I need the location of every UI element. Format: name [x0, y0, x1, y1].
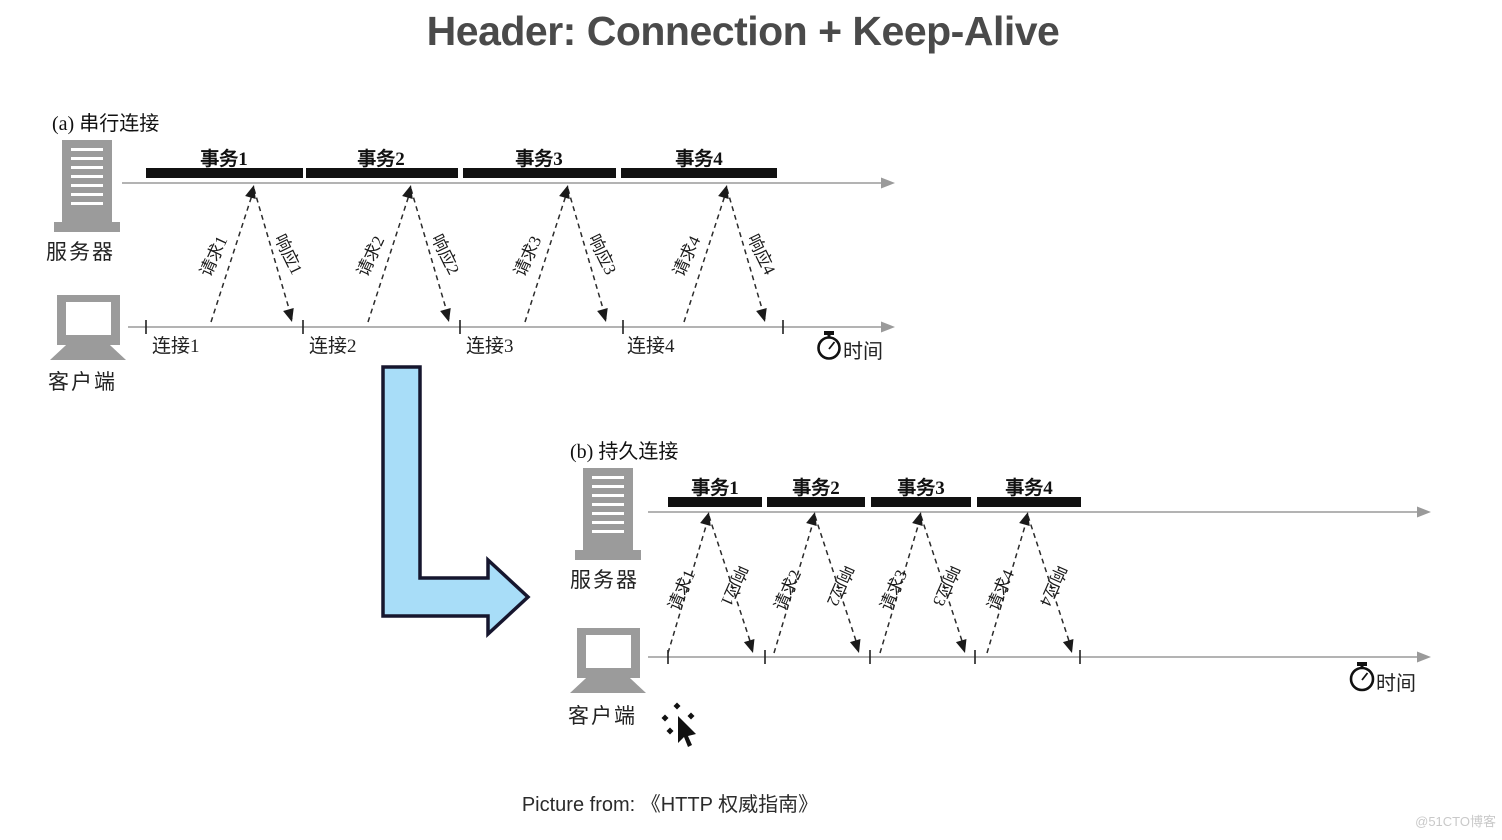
client-label-b: 客户端 — [568, 704, 637, 728]
time-label-a: 时间 — [843, 341, 883, 363]
timeline-a-ticks — [145, 320, 784, 334]
server-label-b: 服务器 — [570, 568, 639, 592]
server-slats — [71, 148, 103, 211]
transaction-bar — [767, 497, 865, 507]
client-icon-b — [570, 628, 646, 694]
transaction-label: 事务1 — [200, 149, 248, 170]
section-b-label: (b) 持久连接 — [570, 441, 679, 463]
request-response-arrows-a — [210, 188, 766, 323]
connection-label: 连接2 — [309, 336, 357, 357]
client-label-a: 客户端 — [48, 370, 117, 394]
source-caption: Picture from: 《HTTP 权威指南》 — [521, 794, 819, 816]
timeline-b-client-arrowhead — [1417, 651, 1431, 663]
client-base — [50, 343, 126, 360]
mouse-cursor-icon — [661, 702, 696, 747]
client-base — [570, 676, 646, 693]
timeline-a-server-arrowhead — [881, 177, 895, 189]
transaction-bar — [668, 497, 762, 507]
request-response-arrows-b — [667, 515, 1073, 654]
transaction-label: 事务1 — [691, 478, 739, 499]
transaction-bar — [146, 168, 303, 178]
arrowheads-b — [700, 512, 1074, 653]
transaction-label: 事务3 — [897, 478, 945, 499]
client-icon-a — [50, 295, 126, 361]
server-icon-a — [54, 140, 120, 232]
transaction-bar — [306, 168, 458, 178]
transaction-label: 事务4 — [1005, 478, 1053, 499]
transaction-bar — [871, 497, 971, 507]
client-screen — [586, 635, 631, 668]
timeline-a-client-arrowhead — [881, 321, 895, 333]
transaction-bar — [977, 497, 1081, 507]
timeline-b-server-arrowhead — [1417, 506, 1431, 518]
connection-label: 连接3 — [466, 336, 514, 357]
arrowheads-a — [245, 185, 767, 322]
section-a-label: (a) 串行连接 — [52, 113, 160, 135]
transaction-bar — [621, 168, 777, 178]
server-slats — [592, 476, 624, 539]
highlight-elbow-arrow — [381, 365, 531, 639]
transaction-bar — [463, 168, 616, 178]
transaction-label: 事务3 — [515, 149, 563, 170]
connection-label: 连接4 — [627, 336, 675, 357]
server-label-a: 服务器 — [46, 240, 115, 264]
stopwatch-icon-a — [817, 331, 841, 360]
watermark: @51CTO博客 — [1415, 814, 1496, 829]
time-label-b: 时间 — [1376, 673, 1416, 695]
server-icon-b — [575, 468, 641, 560]
client-screen — [66, 302, 111, 335]
transaction-label: 事务2 — [792, 478, 840, 499]
transaction-label: 事务4 — [675, 149, 723, 170]
transaction-label: 事务2 — [357, 149, 405, 170]
stopwatch-icon-b — [1349, 662, 1375, 692]
page-title: Header: Connection + Keep-Alive — [426, 8, 1060, 54]
connection-label: 连接1 — [152, 336, 200, 357]
